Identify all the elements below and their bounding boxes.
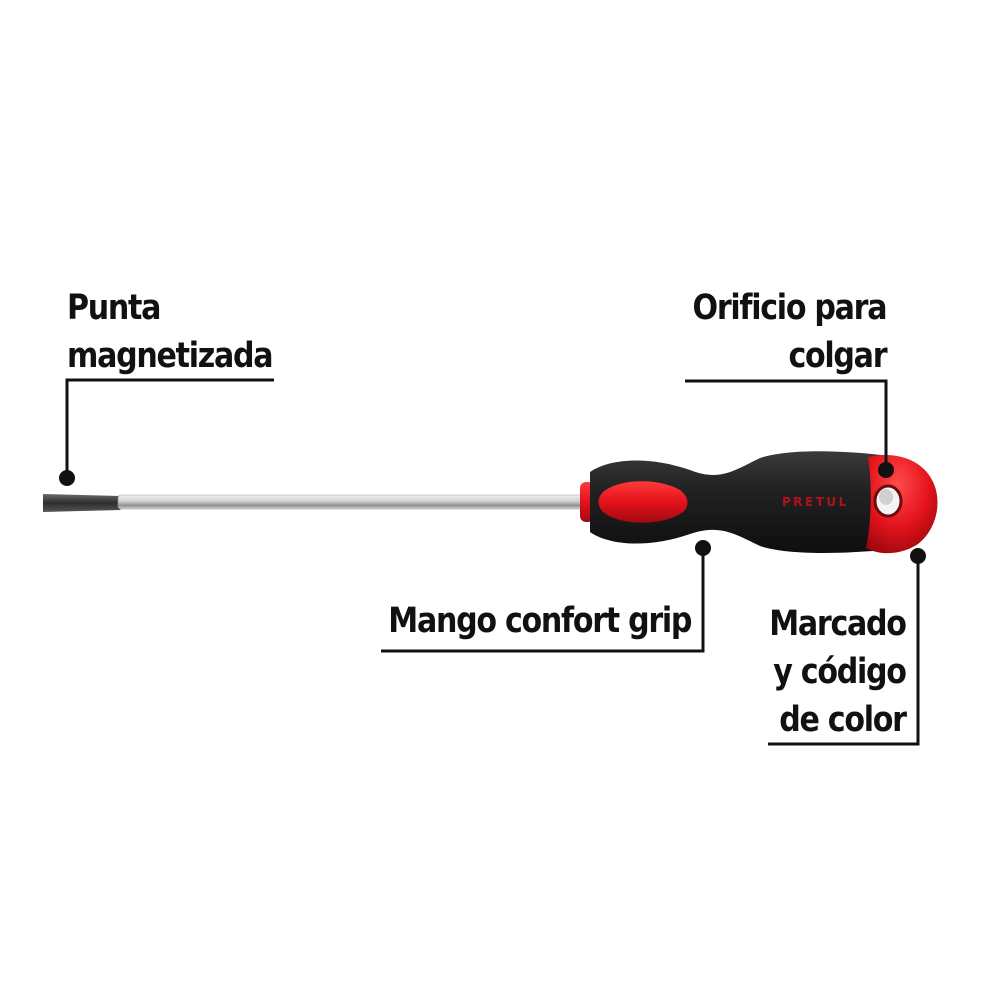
callout-label-line: y código	[773, 652, 908, 692]
grip-red-insert	[598, 481, 688, 523]
callout-label-line: Mango confort grip	[388, 601, 692, 641]
callout-label-line: magnetizada	[67, 336, 274, 376]
callout-dot-tip	[59, 470, 75, 486]
callout-label-hanging-hole: Orificio para colgar	[692, 284, 887, 380]
callout-label-line: Punta	[67, 288, 161, 328]
callout-dot-color	[910, 548, 926, 564]
callout-dot-grip	[695, 540, 711, 556]
callout-label-line: Orificio para	[692, 288, 887, 328]
callout-label-line: colgar	[788, 336, 887, 376]
callout-label-magnetic-tip: Punta magnetizada	[67, 284, 274, 380]
callout-label-comfort-grip: Mango confort grip	[388, 597, 692, 645]
handle-grip	[590, 451, 905, 553]
callout-line-grip	[381, 548, 705, 653]
callout-line-hole	[685, 379, 888, 468]
screwdriver-shaft	[117, 494, 589, 510]
callout-line-color	[768, 558, 920, 746]
screwdriver-tip	[43, 494, 124, 512]
callout-dot-hole	[878, 462, 894, 478]
hanging-hole-inner	[879, 489, 893, 505]
callout-label-color-code: Marcado y código de color	[769, 600, 908, 744]
callout-label-line: Marcado	[769, 604, 908, 644]
callout-label-line: de color	[779, 700, 908, 740]
callout-line-tip	[65, 378, 274, 478]
pretul-logo: PRETUL	[782, 495, 849, 509]
